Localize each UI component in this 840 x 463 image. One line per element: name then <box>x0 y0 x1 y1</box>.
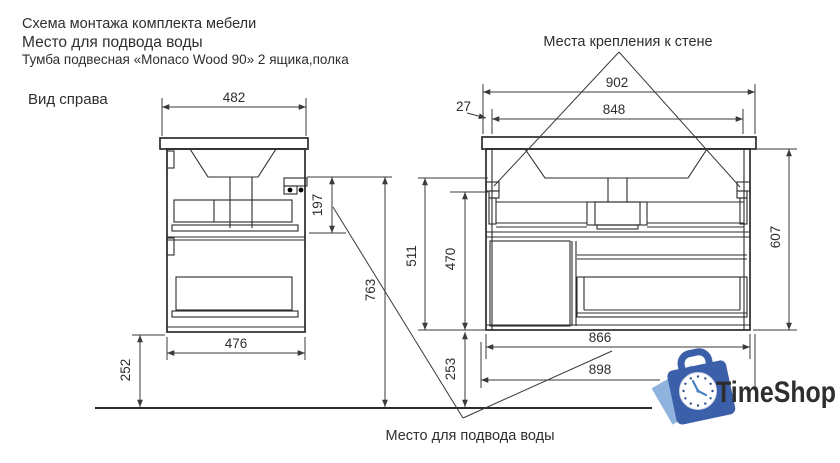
callout-wall-mount: Места крепления к стене <box>493 34 741 188</box>
dim-763-label: 763 <box>363 279 378 302</box>
dim-763: 763 <box>363 177 388 407</box>
dim-252-label: 252 <box>118 359 133 382</box>
dim-902: 902 <box>482 75 756 134</box>
dim-482-label: 482 <box>223 90 246 105</box>
title-block: Схема монтажа комплекта мебели Место для… <box>22 16 349 67</box>
dim-482: 482 <box>161 90 307 136</box>
dim-476: 476 <box>166 336 306 360</box>
front-lower-drawer <box>576 276 748 318</box>
front-cabinet-body <box>485 148 751 331</box>
side-upper-drawer <box>171 199 299 232</box>
dim-902-label: 902 <box>606 75 629 90</box>
dim-27-label: 27 <box>456 99 471 114</box>
dim-252: 252 <box>118 334 165 407</box>
dim-848-label: 848 <box>603 102 626 117</box>
dim-511-label: 511 <box>404 245 419 267</box>
front-upper-drawer <box>577 254 747 260</box>
dim-27: 27 <box>456 99 487 119</box>
front-right-bracket <box>736 181 751 225</box>
water-supply-label: Место для подвода воды <box>386 428 555 444</box>
dim-866-label: 866 <box>589 330 612 345</box>
side-sink-basin <box>189 148 277 178</box>
title-line-3: Тумба подвесная «Monaco Wood 90» 2 ящика… <box>22 52 349 67</box>
side-top-handle <box>166 150 175 169</box>
dim-607: 607 <box>753 148 797 331</box>
dim-197-label: 197 <box>310 194 325 217</box>
dim-607-label: 607 <box>768 226 783 249</box>
side-wall-bracket <box>283 177 308 195</box>
front-countertop <box>481 136 757 150</box>
dim-848: 848 <box>491 102 744 134</box>
title-line-2: Место для подвода воды <box>22 34 203 51</box>
side-view-drawing <box>159 137 309 333</box>
dim-511: 511 <box>404 177 488 331</box>
side-bottom-handle <box>166 237 175 256</box>
dim-898: 898 <box>480 342 660 388</box>
side-countertop <box>159 137 309 150</box>
side-lower-drawer <box>171 276 299 318</box>
dim-898-label: 898 <box>589 362 612 377</box>
front-left-bracket <box>485 181 500 225</box>
dim-476-label: 476 <box>225 336 248 351</box>
dim-866: 866 <box>485 330 756 388</box>
front-siphon-housing <box>586 201 648 230</box>
side-view-label: Вид справа <box>28 91 108 108</box>
front-sink-basin <box>524 148 708 179</box>
logo-wordmark: TimeShop <box>716 376 836 409</box>
dim-197: 197 <box>307 176 392 234</box>
dim-470: 470 <box>443 191 488 330</box>
dim-253: 253 <box>443 332 468 407</box>
wall-mount-label: Места крепления к стене <box>543 34 712 50</box>
dim-253-label: 253 <box>443 358 458 381</box>
front-view-drawing <box>481 136 757 331</box>
clock-icon <box>679 372 717 410</box>
dim-470-label: 470 <box>443 248 458 271</box>
front-shelf-compartment <box>489 240 571 327</box>
title-line-1: Схема монтажа комплекта мебели <box>22 16 256 32</box>
callout-water-supply: Место для подвода воды <box>332 206 613 444</box>
timeshop-logo: TimeShop <box>651 348 836 425</box>
